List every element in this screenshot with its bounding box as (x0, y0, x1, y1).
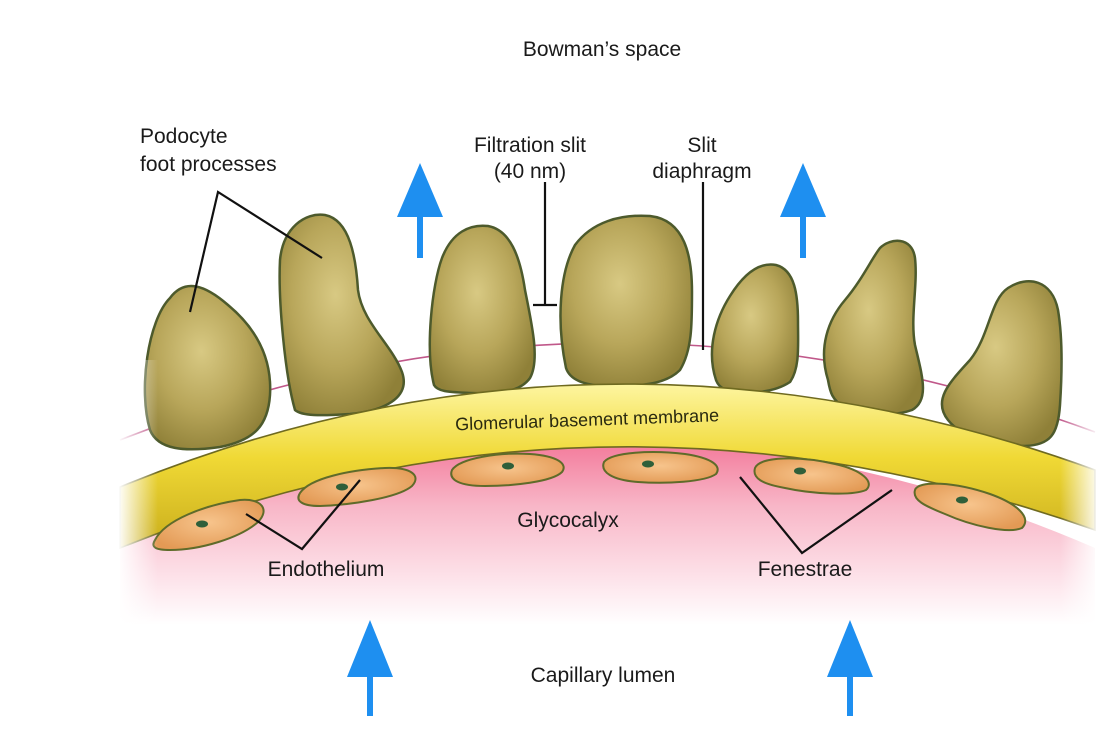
endothelial-cell-2 (297, 466, 417, 508)
leader-lines (188, 182, 893, 555)
podocyte-label-line1: Podocyte (140, 125, 228, 148)
podocyte-7 (940, 280, 1063, 448)
podocyte-1 (143, 284, 272, 451)
slit-diaphragm-label-line2: diaphragm (652, 160, 751, 183)
filtration-slit-label-line1: Filtration slit (474, 134, 586, 157)
endothelium-cells (152, 451, 1027, 552)
endothelial-cell-5 (753, 457, 870, 495)
podocyte-6 (822, 239, 925, 416)
bowmans-space-label: Bowman’s space (523, 38, 681, 61)
endothelial-cell-6 (913, 482, 1027, 531)
glycocalyx-label: Glycocalyx (517, 509, 619, 532)
flow-up-arrow-icon (780, 163, 826, 258)
filtration-arrows (347, 163, 873, 716)
flow-up-arrow-icon (347, 620, 393, 716)
flow-up-arrow-icon (397, 163, 443, 258)
podocyte-4 (559, 214, 694, 388)
leader-endothelium (245, 479, 361, 551)
capillary-lumen-label: Capillary lumen (531, 664, 676, 687)
podocyte-3 (428, 224, 536, 395)
leader-filtration-slit (533, 182, 557, 307)
podocyte-5 (710, 263, 800, 394)
podocyte-2 (278, 213, 405, 417)
flow-up-arrow-icon (827, 620, 873, 716)
endothelial-cell-4 (602, 451, 719, 484)
fenestrae-label: Fenestrae (758, 558, 853, 581)
endothelium-label: Endothelium (268, 558, 385, 581)
leader-podocyte (188, 190, 323, 313)
podocyte-label-line2: foot processes (140, 153, 277, 176)
filtration-slit-label-line2: (40 nm) (494, 160, 566, 183)
leader-fenestrae (739, 476, 893, 555)
endothelial-cell-3 (450, 452, 565, 488)
podocyte-foot-processes (143, 213, 1063, 451)
slit-diaphragm-label-line1: Slit (687, 134, 716, 157)
